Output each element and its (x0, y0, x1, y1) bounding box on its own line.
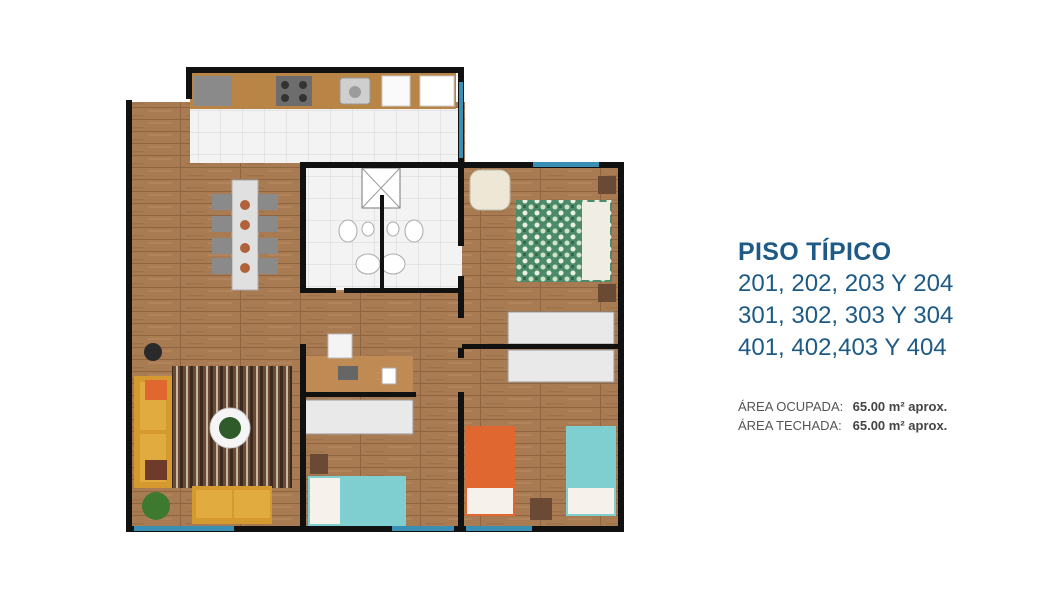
area-roofed-label: ÁREA TECHADA: (738, 418, 842, 433)
master-bedroom (469, 169, 616, 302)
living-area (134, 343, 292, 524)
area-roofed-value: 65.00 m² aprox. (852, 418, 948, 433)
unit-numbers-line-2: 301, 302, 303 Y 304 (738, 302, 954, 329)
area-roofed-row: ÁREA TECHADA: 65.00 m² aprox. (738, 416, 947, 435)
area-details: ÁREA OCUPADA: 65.00 m² aprox. ÁREA TECHA… (738, 397, 947, 435)
kitchen-counter (190, 73, 456, 109)
dining-table (212, 179, 278, 291)
bedroom-3 (308, 454, 406, 526)
closets (304, 311, 615, 435)
unit-info: PISO TÍPICO 201, 202, 203 Y 204 301, 302… (738, 236, 953, 364)
walls (126, 67, 624, 532)
unit-numbers-line-3: 401, 402,403 Y 404 (738, 334, 947, 361)
floor-title: PISO TÍPICO (738, 238, 892, 266)
area-occupied-row: ÁREA OCUPADA: 65.00 m² aprox. (738, 397, 947, 416)
unit-numbers-line-1: 201, 202, 203 Y 204 (738, 270, 954, 297)
area-occupied-value: 65.00 m² aprox. (852, 399, 948, 414)
area-occupied-label: ÁREA OCUPADA: (738, 399, 844, 414)
kitchen-floor (190, 108, 460, 163)
windows (134, 82, 599, 531)
bedroom-2 (465, 426, 616, 520)
study-desk (305, 333, 413, 392)
